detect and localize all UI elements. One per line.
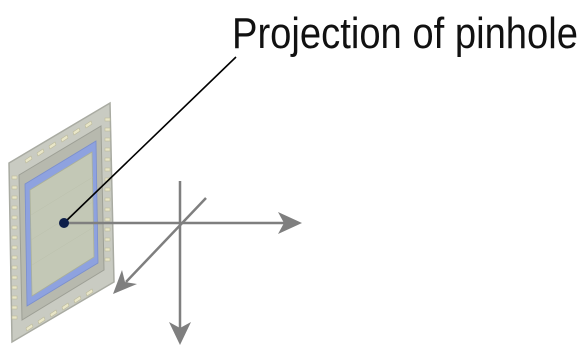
leader-line [63, 56, 237, 224]
sensor-pins-top-bottom [24, 120, 94, 332]
coordinate-axes [63, 181, 302, 345]
axis-horizontal-arrow [63, 212, 302, 234]
axis-vertical-arrow [169, 181, 191, 345]
pinhole-dot-icon [59, 218, 69, 228]
sensor-pins-left [11, 175, 18, 320]
projection-of-pinhole-label: Projection of pinhole [232, 9, 578, 58]
sensor-pins-right [104, 117, 111, 262]
axis-diagonal-arrow [113, 197, 207, 294]
